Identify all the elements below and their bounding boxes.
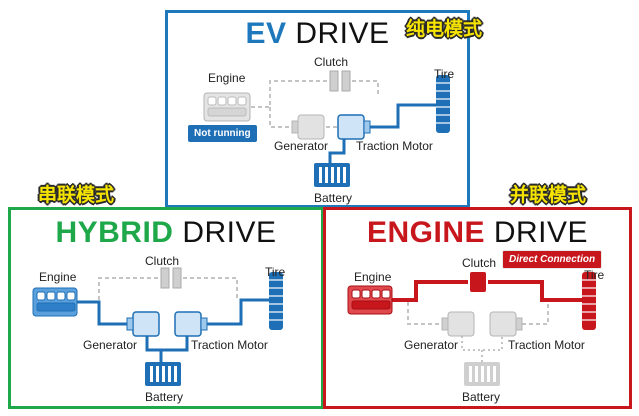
hybrid-clutch-plate-left (160, 267, 170, 289)
ev-title-rest: DRIVE (286, 17, 390, 50)
engine-generator-icon (441, 311, 475, 337)
ev-drive-panel: EV DRIVE (165, 10, 470, 208)
engine-generator-motor-bus (461, 336, 503, 351)
engine-battery-label: Battery (462, 390, 501, 404)
engine-engine-icon (347, 285, 393, 315)
engine-traction-motor-icon (489, 311, 523, 337)
ev-clutch-label: Clutch (314, 55, 349, 69)
hybrid-drive-panel: HYBRID DRIVE (8, 207, 324, 409)
engine-powertrain-diagram (347, 272, 596, 386)
engine-title-rest: DRIVE (485, 216, 589, 249)
ev-powertrain-diagram (203, 70, 450, 187)
engine-tire-label: Tire (584, 268, 605, 282)
ev-motor-tire-link (370, 103, 436, 129)
hybrid-drive-title: HYBRID DRIVE (11, 216, 321, 250)
ev-generator-label: Generator (274, 139, 329, 153)
ev-battery-label: Battery (314, 191, 353, 205)
ev-title-keyword: EV (245, 17, 287, 50)
hybrid-engine-icon (32, 287, 78, 317)
hybrid-motor-tire-link (207, 298, 269, 326)
engine-engine-clutch-link (390, 280, 468, 302)
hybrid-generator-label: Generator (83, 338, 138, 352)
hybrid-title-rest: DRIVE (173, 216, 277, 249)
ev-clutch-plate-left (329, 70, 339, 92)
engine-clutch-tire-link (488, 280, 582, 302)
engine-engine-generator-link (407, 302, 442, 325)
hybrid-generator-icon (126, 311, 160, 337)
engine-clutch-label: Clutch (462, 256, 497, 270)
engine-drive-title: ENGINE DRIVE (326, 216, 629, 250)
hybrid-engine-clutch-link (98, 277, 159, 300)
hybrid-battery-motor-link (161, 336, 189, 352)
engine-clutch-icon (470, 272, 486, 292)
engine-drive-panel: ENGINE DRIVE (323, 207, 632, 409)
hybrid-generator-battery-link (145, 336, 163, 362)
engine-engine-label: Engine (354, 270, 392, 284)
ev-battery-icon (314, 163, 350, 187)
hybrid-traction-motor-icon (174, 311, 208, 337)
ev-engine-label: Engine (208, 71, 246, 85)
ev-drive-title: EV DRIVE (168, 17, 467, 51)
hybrid-tire-icon (269, 272, 283, 330)
engine-generator-label: Generator (404, 338, 459, 352)
ev-traction-motor-label: Traction Motor (356, 139, 433, 153)
ev-mode-tag: 纯电模式 (406, 18, 483, 40)
hybrid-battery-label: Battery (145, 390, 184, 404)
hybrid-title-keyword: HYBRID (55, 216, 174, 249)
ev-generator-icon (291, 114, 325, 140)
ev-engine-clutch-link (230, 80, 328, 108)
hybrid-clutch-label: Clutch (145, 254, 180, 268)
ev-tire-icon (436, 75, 450, 133)
hybrid-traction-motor-label: Traction Motor (191, 338, 268, 352)
ev-not-running-badge: Not running (188, 125, 257, 142)
hybrid-clutch-plate-right (172, 267, 182, 289)
engine-battery-icon (464, 362, 500, 386)
hybrid-tire-label: Tire (265, 265, 286, 279)
ev-engine-generator-link (269, 107, 298, 128)
ev-traction-motor-icon (337, 114, 371, 140)
hybrid-engine-label: Engine (39, 270, 77, 284)
ev-clutch-plate-right (341, 70, 351, 92)
hybrid-mode-tag: 串联模式 (38, 184, 115, 206)
engine-traction-motor-label: Traction Motor (508, 338, 585, 352)
ev-clutch-axle-link (352, 80, 379, 97)
hybrid-clutch-axle-link (183, 277, 238, 300)
hybrid-powertrain-diagram (32, 267, 283, 386)
hybrid-battery-icon (145, 362, 181, 386)
ev-tire-label: Tire (434, 67, 455, 81)
engine-direct-connection-badge: Direct Connection (502, 250, 603, 269)
engine-motor-axle-link (522, 302, 549, 325)
ev-engine-icon (203, 92, 251, 122)
engine-mode-tag: 并联模式 (510, 184, 587, 206)
engine-tire-icon (582, 272, 596, 330)
hybrid-engine-generator-link (75, 300, 127, 326)
engine-title-keyword: ENGINE (366, 216, 485, 249)
ev-battery-motor-link (328, 139, 346, 163)
